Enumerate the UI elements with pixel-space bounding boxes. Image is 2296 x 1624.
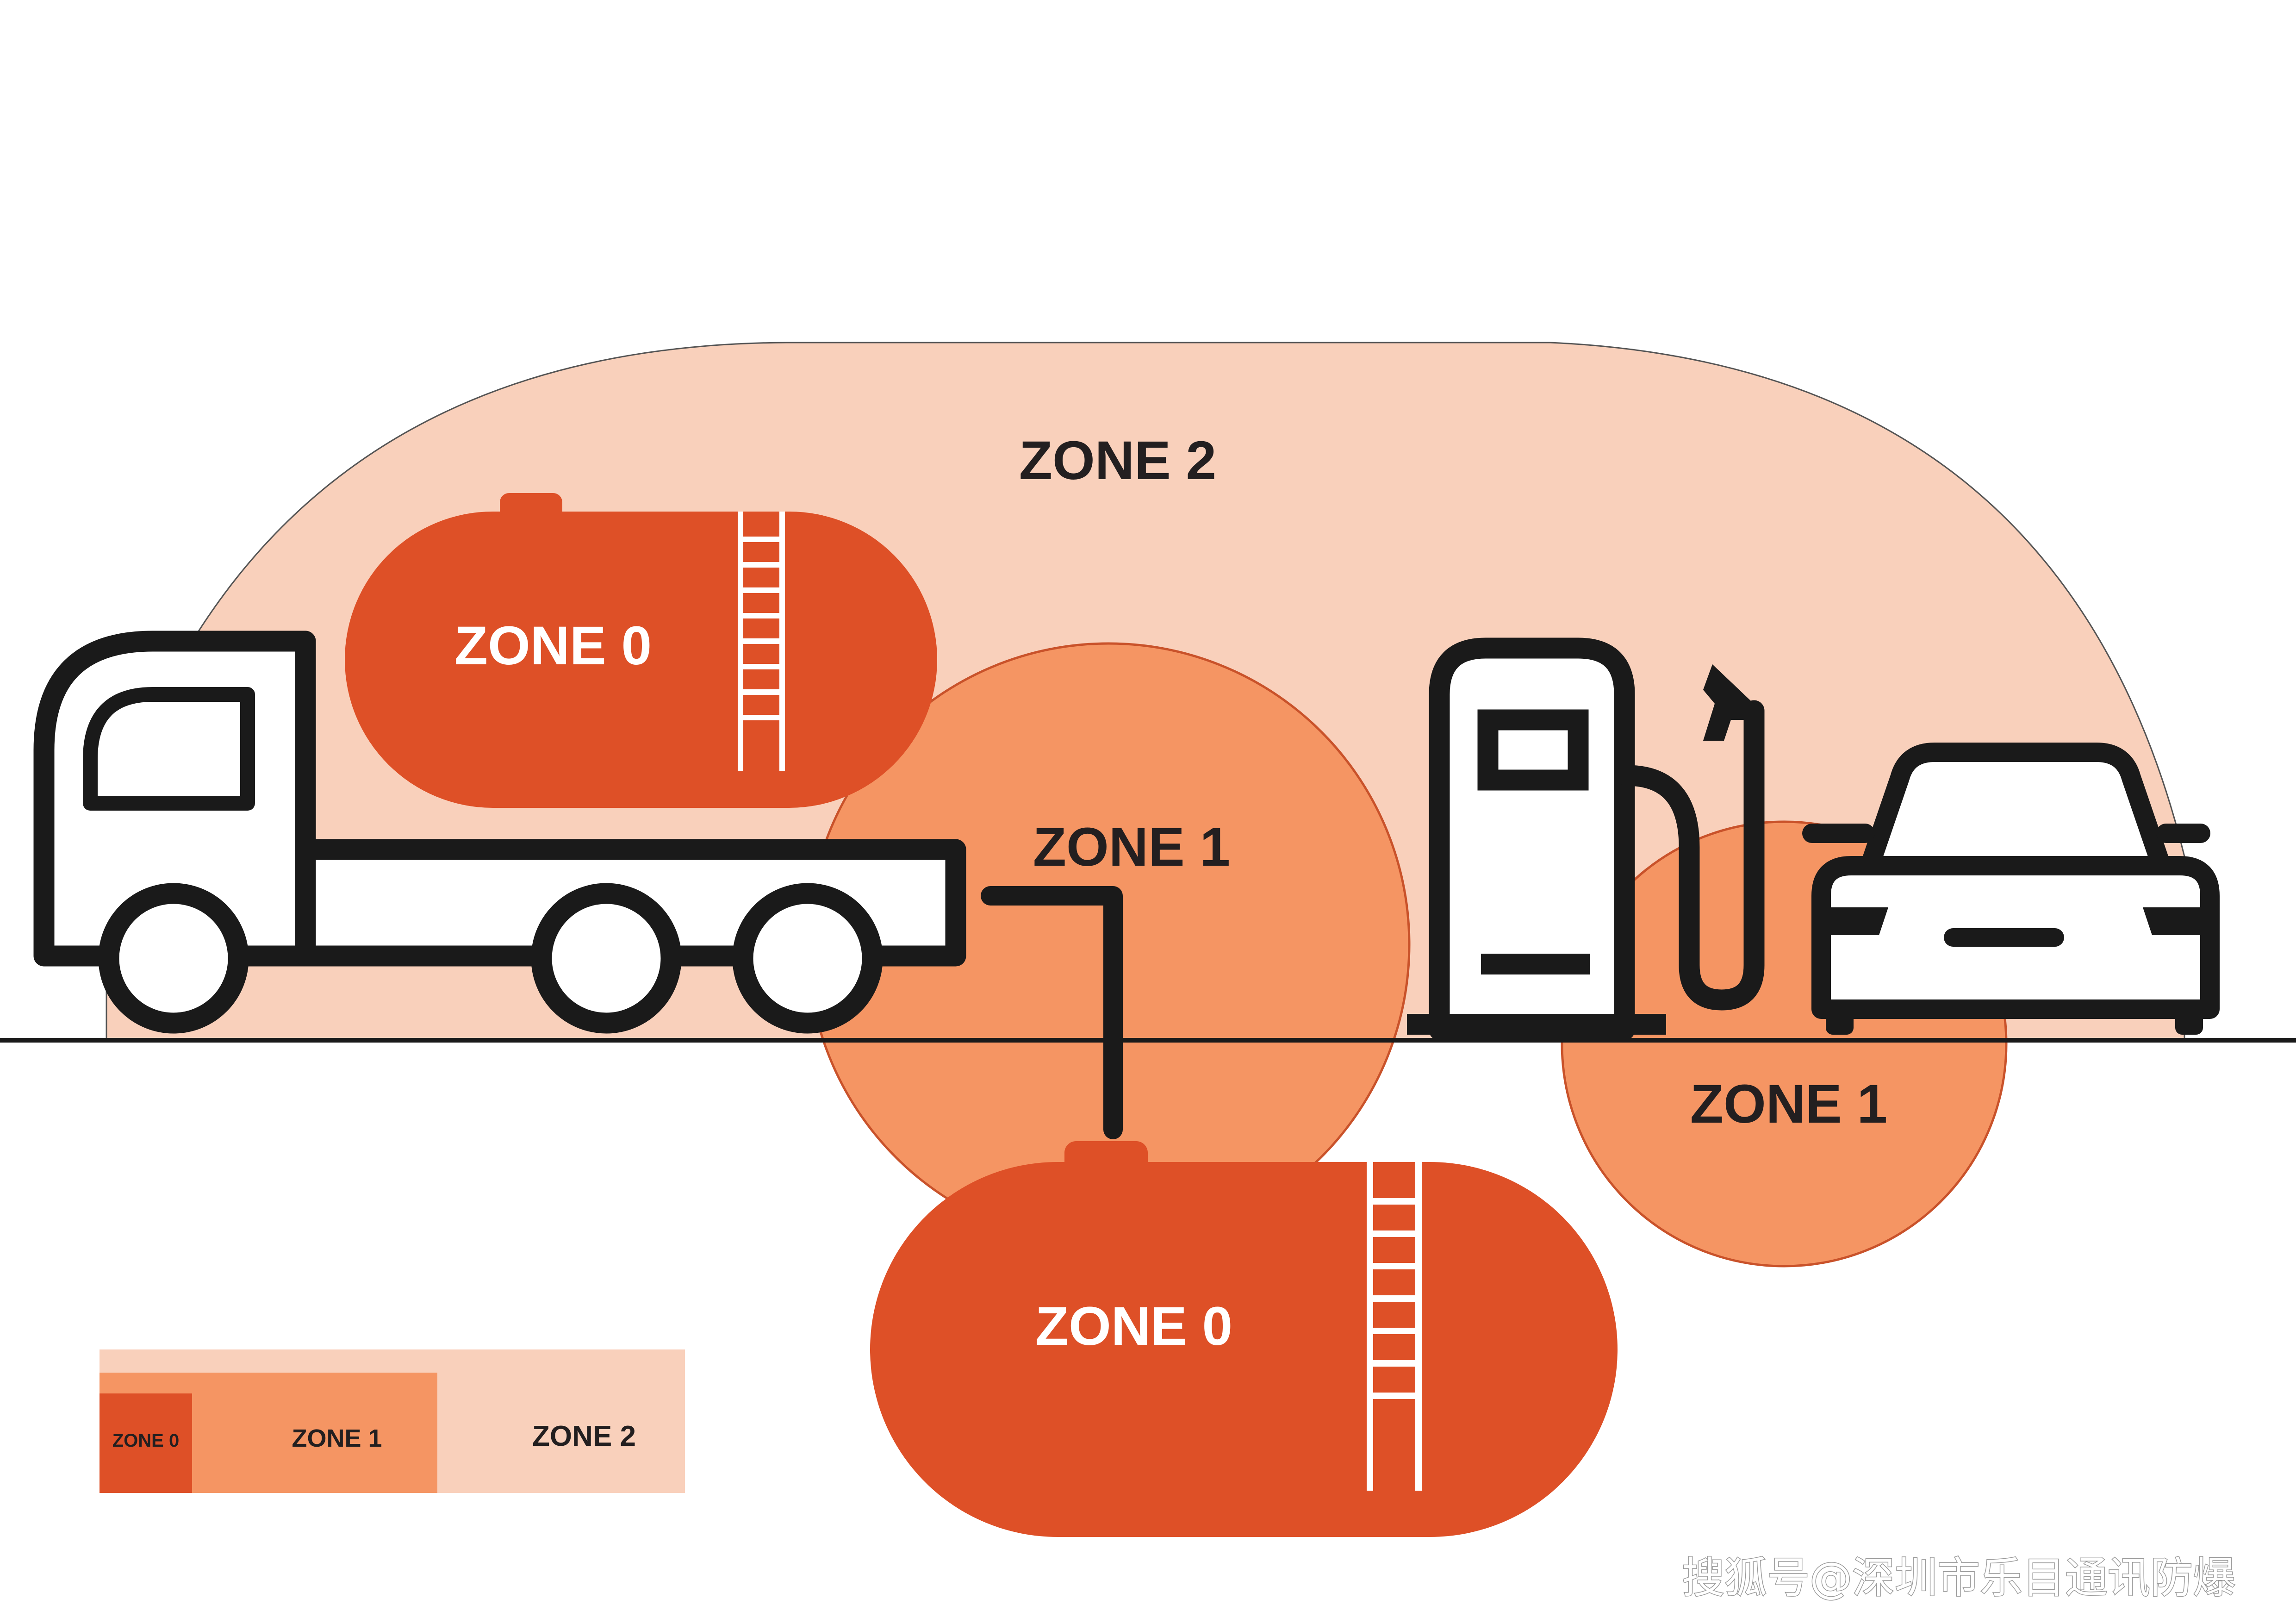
zone1-right-label: ZONE 1 xyxy=(1690,1074,1887,1135)
legend-zone0-swatch xyxy=(100,1393,192,1493)
legend-zone1-label: ZONE 1 xyxy=(292,1424,382,1452)
zone0-underground-label: ZONE 0 xyxy=(1035,1296,1232,1357)
fuel-pump-icon xyxy=(1407,637,1765,1041)
legend-zone0-label: ZONE 0 xyxy=(112,1430,179,1451)
watermark-text: 搜狐号@深圳市乐目通讯防爆 xyxy=(1682,1553,2235,1603)
car-icon xyxy=(1802,743,2220,1035)
ladder-icon xyxy=(1367,1162,1422,1491)
truck-tank xyxy=(345,493,937,808)
zone0-truck-label: ZONE 0 xyxy=(454,615,652,676)
fill-pipe xyxy=(981,886,1123,1139)
underground-tank xyxy=(870,1141,1618,1537)
legend-zone2-label: ZONE 2 xyxy=(532,1420,636,1452)
zone2-label: ZONE 2 xyxy=(1019,430,1216,491)
legend: ZONE 0 ZONE 1 ZONE 2 xyxy=(100,1349,685,1493)
ladder-icon xyxy=(738,512,785,771)
zone1-center-label: ZONE 1 xyxy=(1033,817,1230,878)
tanker-truck-icon xyxy=(33,631,966,1034)
